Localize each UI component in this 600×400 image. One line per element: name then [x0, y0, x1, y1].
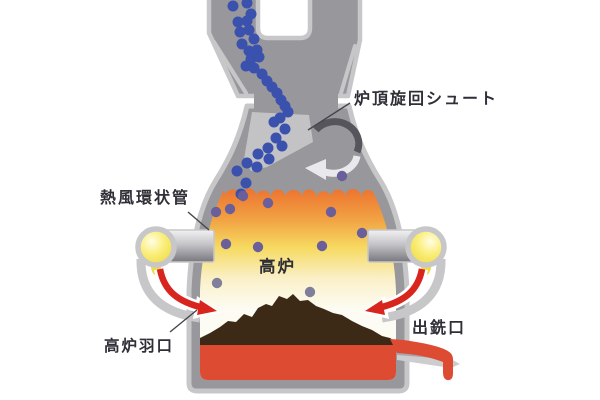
hot-blast-arrow	[377, 268, 426, 312]
hot-blast-arrow	[156, 268, 205, 312]
leader-lines	[169, 102, 351, 333]
furnace-throat	[254, 92, 338, 114]
charging-hopper	[206, 0, 363, 99]
leader-top-chute	[307, 102, 351, 131]
label-tap-hole: 出銑口	[412, 318, 466, 337]
molten-iron-pool	[200, 345, 396, 380]
label-tuyere: 高炉羽口	[104, 336, 174, 355]
tap-hole-assembly	[390, 339, 460, 381]
leader-tuyere	[169, 309, 198, 333]
hot-blast-arrowhead	[197, 300, 217, 315]
ore-particles	[227, 0, 294, 200]
rotation-arrow-icon	[305, 118, 363, 180]
hot-blast-arrowhead	[365, 300, 385, 315]
label-top-chute: 炉頂旋回シュート	[354, 89, 498, 108]
coke-bed-mound	[200, 294, 396, 346]
hopper-body	[206, 0, 363, 99]
downcomer-tube	[381, 258, 446, 323]
leader-hot-blast	[187, 211, 210, 231]
ring-main-section	[135, 226, 177, 268]
gas-particles	[210, 170, 368, 298]
hot-blast-assembly-right	[361, 226, 447, 323]
label-blast-furnace: 高炉	[259, 256, 296, 276]
label-hot-blast-ring-main: 熱風環状管	[100, 188, 190, 207]
molten-iron-stream	[390, 339, 453, 381]
hopper-inner-funnel	[212, 40, 357, 95]
ring-main-section	[405, 226, 447, 268]
